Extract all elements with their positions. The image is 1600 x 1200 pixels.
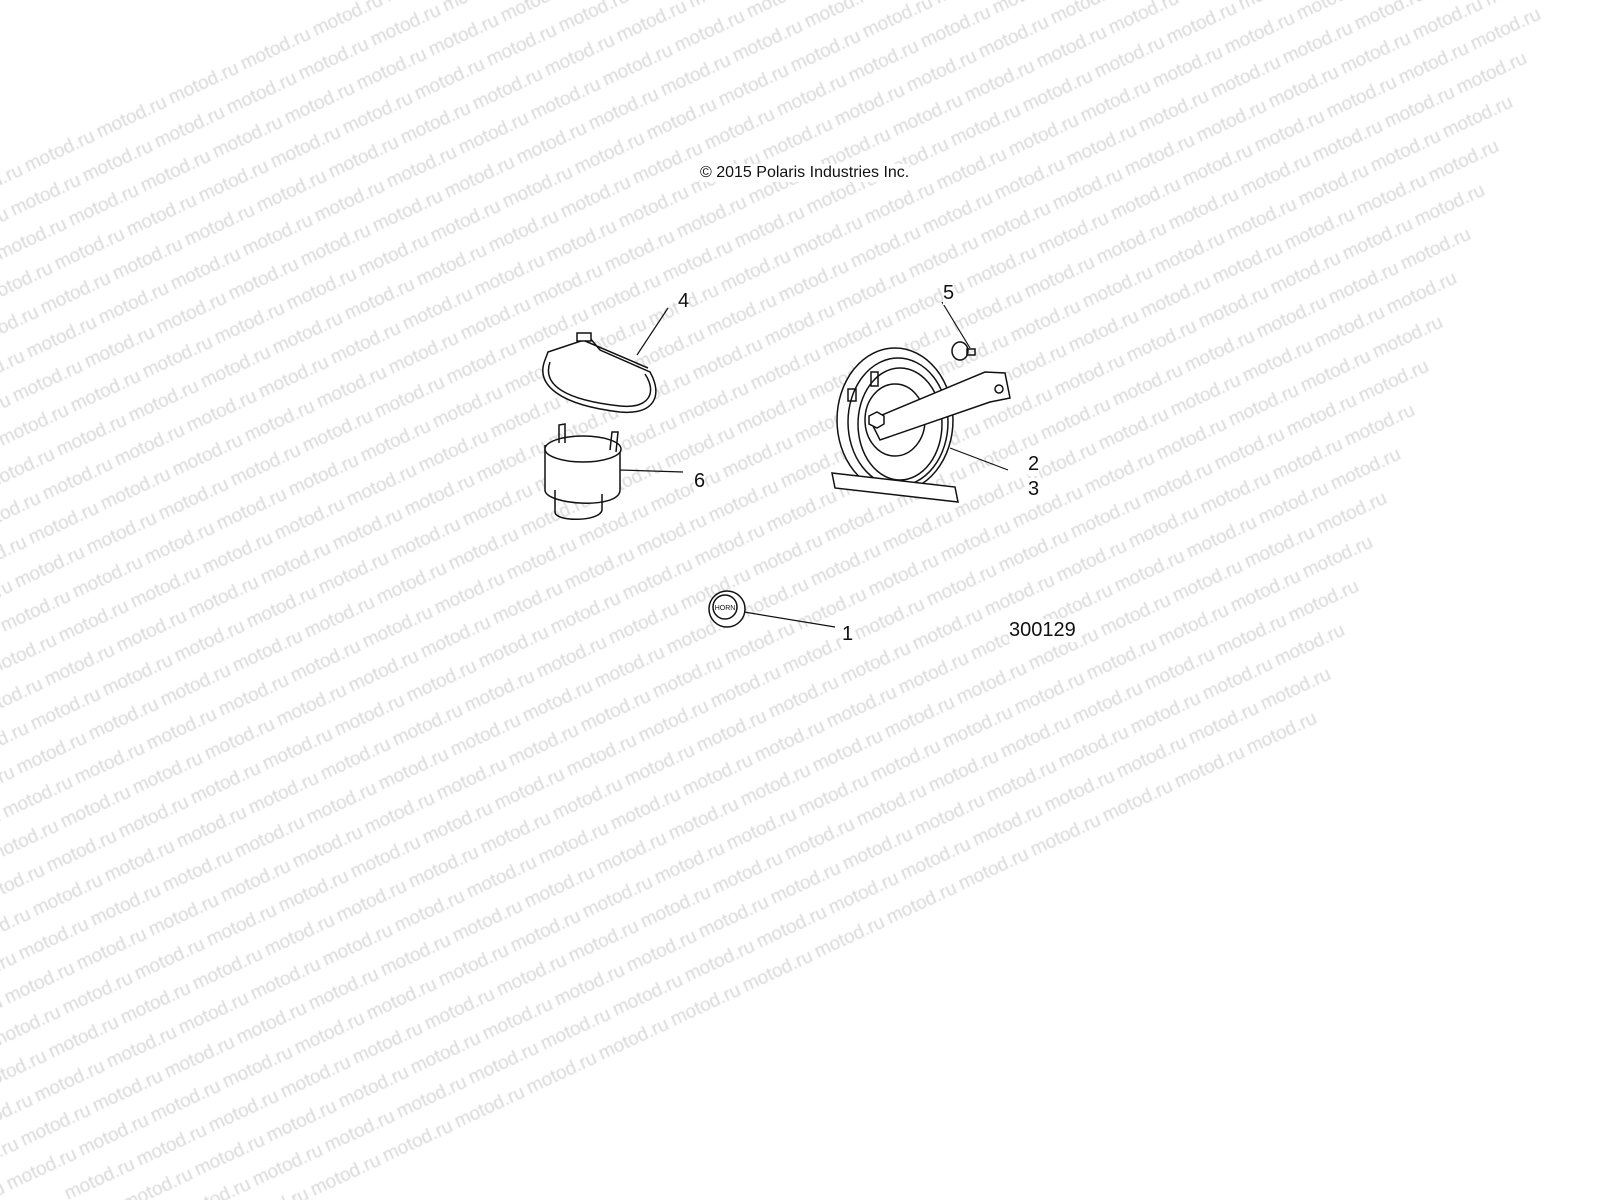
leader-line-5	[941, 301, 971, 349]
callout-4: 4	[678, 290, 690, 313]
callout-6: 6	[694, 470, 706, 493]
callout-1: 1	[842, 623, 854, 646]
callout-5: 5	[943, 282, 955, 305]
horn-button-part: HORN	[708, 590, 746, 628]
figure-number: 300129	[1009, 619, 1076, 642]
leader-line-6	[619, 469, 684, 473]
screw-part	[951, 341, 976, 361]
copyright-notice: © 2015 Polaris Industries Inc.	[700, 164, 910, 182]
leader-line-1	[743, 611, 836, 628]
horn-part	[831, 347, 1011, 503]
callout-3: 3	[1028, 478, 1040, 501]
callout-2: 2	[1028, 453, 1040, 476]
strap-part	[542, 332, 657, 413]
horn-button-label: HORN	[715, 605, 736, 612]
leader-line-4	[636, 307, 669, 356]
leader-line-2-3	[949, 447, 1009, 471]
horn-switch-part	[544, 423, 622, 520]
